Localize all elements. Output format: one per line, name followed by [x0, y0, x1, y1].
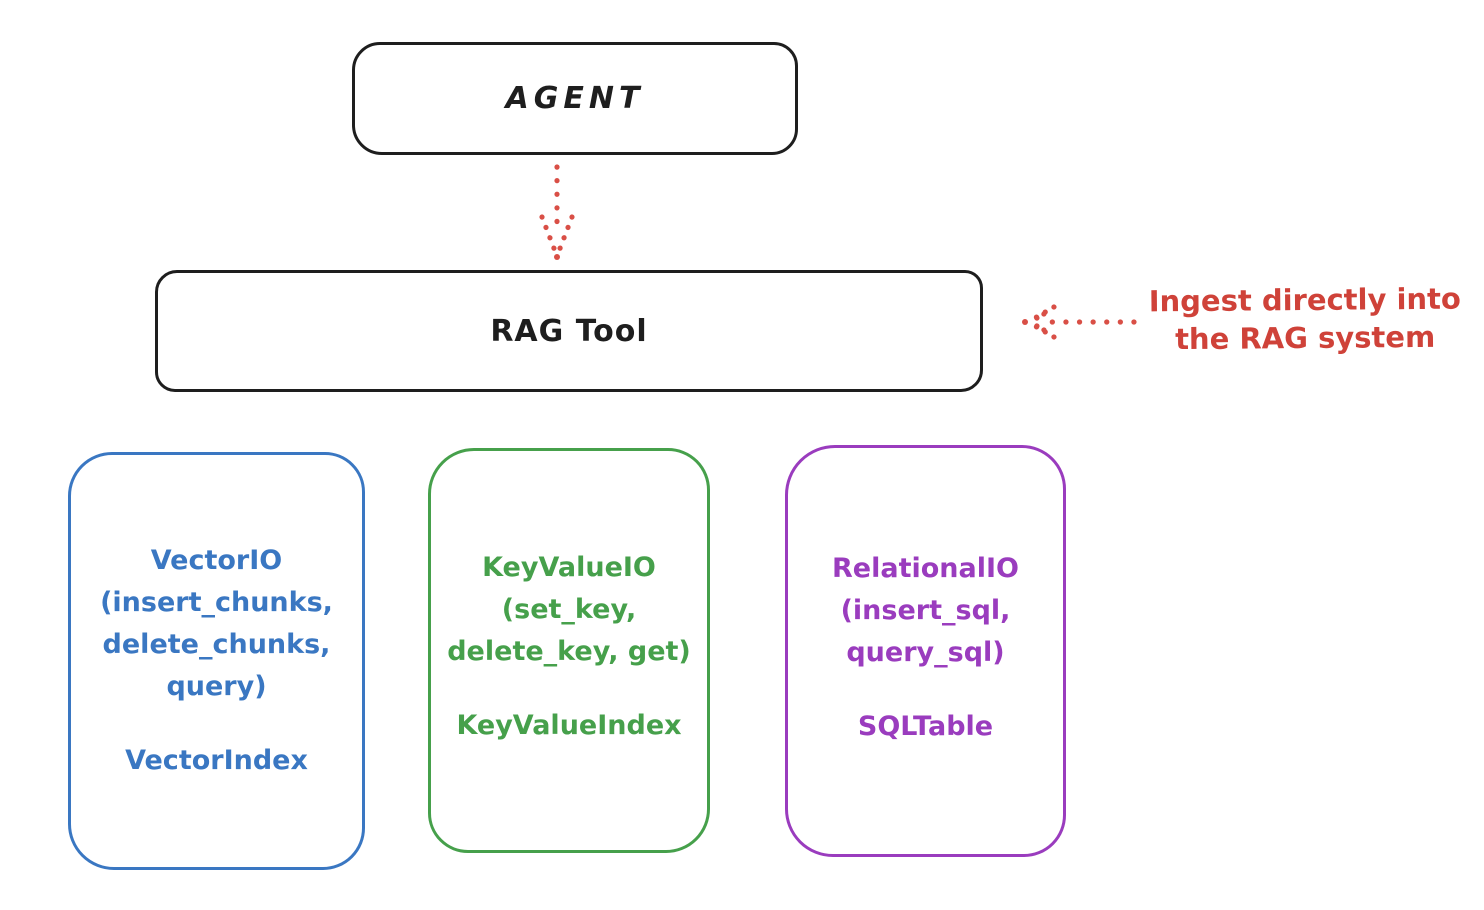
- card-line: query_sql): [846, 637, 1005, 668]
- rag-tool-node: RAG Tool: [155, 270, 983, 392]
- ingest-annotation-line1: Ingest directly into: [1148, 281, 1462, 319]
- card-line: (insert_sql,: [840, 595, 1011, 626]
- agent-label: AGENT: [505, 81, 645, 116]
- keyvalue-io-card: KeyValueIO (set_key, delete_key, get) Ke…: [428, 448, 710, 853]
- keyvalue-index-label: KeyValueIndex: [456, 710, 682, 741]
- relational-io-card: RelationalIO (insert_sql, query_sql) SQL…: [785, 445, 1066, 857]
- card-line: VectorIO: [150, 545, 283, 576]
- keyvalue-io-methods: KeyValueIO (set_key, delete_key, get): [431, 547, 707, 673]
- card-line: (insert_chunks,: [100, 587, 333, 618]
- card-line: RelationalIO: [832, 553, 1019, 584]
- agent-to-ragtool-arrow-icon: [539, 164, 575, 260]
- rag-tool-label: RAG Tool: [490, 313, 648, 349]
- vector-index-label: VectorIndex: [125, 745, 308, 776]
- card-line: delete_key, get): [447, 636, 691, 667]
- vector-io-methods: VectorIO (insert_chunks, delete_chunks, …: [71, 540, 362, 708]
- card-line: KeyValueIO: [482, 552, 656, 583]
- ingest-annotation: Ingest directly into the RAG system: [1135, 280, 1476, 359]
- card-line: query): [166, 671, 267, 702]
- relational-io-methods: RelationalIO (insert_sql, query_sql): [788, 548, 1063, 674]
- sql-table-label: SQLTable: [857, 711, 994, 742]
- card-line: (set_key,: [501, 594, 637, 625]
- ingest-arrow-icon: [1022, 304, 1137, 340]
- vector-io-card: VectorIO (insert_chunks, delete_chunks, …: [68, 452, 365, 870]
- card-line: delete_chunks,: [102, 629, 331, 660]
- agent-node: AGENT: [352, 42, 798, 155]
- ingest-annotation-line2: the RAG system: [1174, 319, 1436, 357]
